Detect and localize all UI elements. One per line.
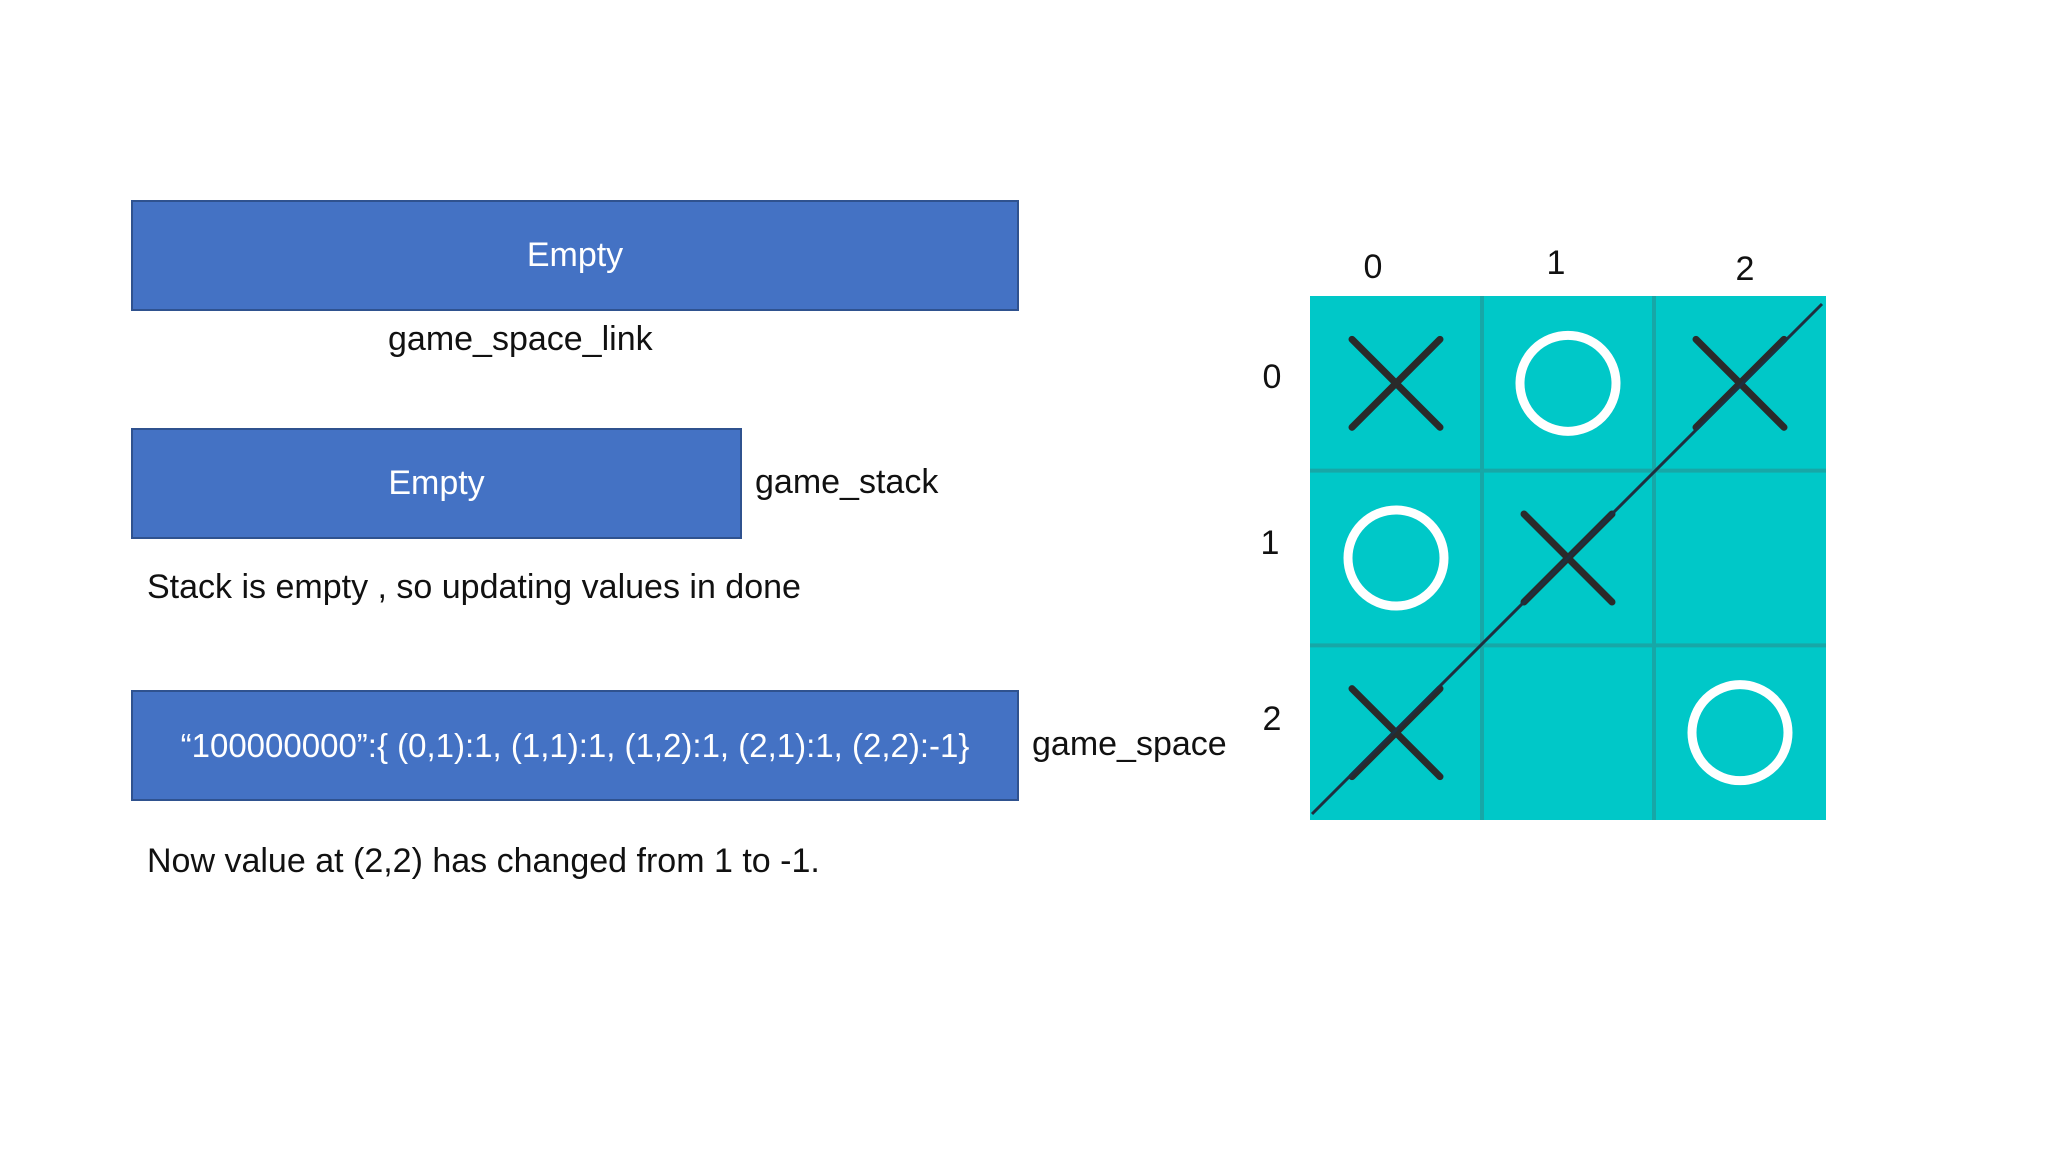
row-label-0: 0 <box>1262 358 1282 396</box>
game-space-value: “100000000”:{ (0,1):1, (1,1):1, (1,2):1,… <box>180 726 970 764</box>
game-space-box: “100000000”:{ (0,1):1, (1,1):1, (1,2):1,… <box>131 690 1019 801</box>
o-mark-2-2 <box>1687 680 1793 786</box>
row-label-1: 1 <box>1260 524 1280 562</box>
stack-note: Stack is empty , so updating values in d… <box>147 568 801 606</box>
col-label-1: 1 <box>1546 244 1566 282</box>
game-space-label: game_space <box>1032 725 1227 763</box>
game-space-link-box: Empty <box>131 200 1019 311</box>
col-label-0: 0 <box>1363 248 1383 286</box>
x-mark-0-0 <box>1348 335 1444 431</box>
o-mark-0-1 <box>1515 330 1621 436</box>
o-mark-1-0 <box>1343 505 1449 611</box>
winning-line <box>1310 302 1824 816</box>
game-space-link-value: Empty <box>526 236 624 274</box>
game-stack-value: Empty <box>388 464 485 502</box>
game-space-link-label: game_space_link <box>388 320 653 358</box>
tic-tac-toe-board <box>1310 296 1826 820</box>
x-mark-2-0 <box>1348 685 1444 781</box>
change-note: Now value at (2,2) has changed from 1 to… <box>147 842 820 880</box>
col-label-2: 2 <box>1735 250 1755 288</box>
game-stack-label: game_stack <box>755 463 939 501</box>
game-stack-box: Empty <box>131 428 742 539</box>
x-mark-0-2 <box>1692 335 1788 431</box>
board-graphic <box>1310 296 1826 820</box>
row-label-2: 2 <box>1262 700 1282 738</box>
